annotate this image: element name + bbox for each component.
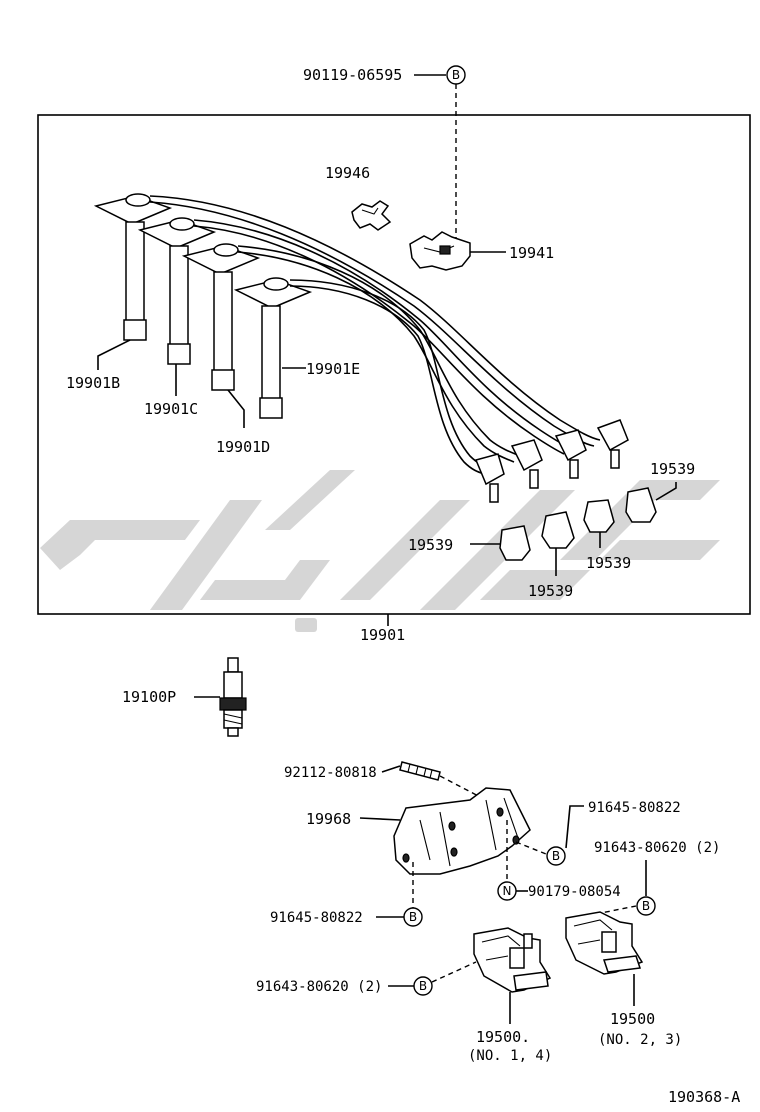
label-coil-bolt-left: 91643-80620 (2) <box>256 979 382 995</box>
label-clamp-a: 19946 <box>325 164 370 182</box>
label-bolt-right: 91645-80822 <box>588 800 681 816</box>
callout-b-bolt-left: B <box>403 907 423 927</box>
label-cap-3: 19539 <box>528 582 573 600</box>
callout-n: N <box>497 881 517 901</box>
cap-19539-4 <box>499 525 531 561</box>
cord-19901b <box>93 193 601 447</box>
label-cord-d: 19901D <box>216 438 270 456</box>
label-coil-23-note: (NO. 2, 3) <box>598 1032 682 1048</box>
callout-b-coil-right: B <box>636 896 656 916</box>
svg-text:N: N <box>503 884 512 898</box>
label-coil-23-part: 19500 <box>610 1010 655 1028</box>
svg-text:B: B <box>419 979 427 993</box>
cap-19539-3 <box>541 511 575 549</box>
cord-19901d <box>181 243 521 463</box>
svg-text:B: B <box>409 910 417 924</box>
label-nut-ref: 90179-08054 <box>528 884 621 900</box>
label-clamp-b: 19941 <box>509 244 554 262</box>
callout-b-bolt-right: B <box>546 846 566 866</box>
cap-19539-2 <box>583 499 615 533</box>
svg-text:B: B <box>452 68 460 82</box>
cord-19901e <box>233 277 491 475</box>
ignition-coil-no23 <box>565 911 644 975</box>
callout-b-coil-left: B <box>413 976 433 996</box>
bracket-19968 <box>393 787 531 875</box>
drawing-number: 190368-A <box>668 1088 740 1106</box>
cap-19539-1 <box>625 487 657 523</box>
label-coil-14-part: 19500. <box>476 1028 530 1046</box>
label-cap-2: 19539 <box>586 554 631 572</box>
label-coil-bolt-right: 91643-80620 (2) <box>594 840 720 856</box>
stud <box>399 761 441 781</box>
spark-plug <box>219 657 247 737</box>
ignition-coil-no14 <box>473 927 552 993</box>
label-stud: 92112-80818 <box>284 765 377 781</box>
clamp-19941 <box>409 231 471 271</box>
cord-distributor-ends <box>474 419 629 503</box>
label-cord-c: 19901C <box>144 400 198 418</box>
label-bolt-left: 91645-80822 <box>270 910 363 926</box>
callout-b-top: B <box>446 65 466 85</box>
clamp-19946 <box>351 200 392 231</box>
label-cord-b: 19901B <box>66 374 120 392</box>
svg-text:B: B <box>552 849 560 863</box>
label-coil-14-note: (NO. 1, 4) <box>468 1048 552 1064</box>
watermark-logo <box>40 470 720 632</box>
svg-text:B: B <box>642 899 650 913</box>
label-cord-e: 19901E <box>306 360 360 378</box>
cord-set-frame <box>37 114 751 615</box>
label-bolt-top: 90119-06595 <box>303 66 402 84</box>
label-cord-set: 19901 <box>360 626 405 644</box>
label-cap-1: 19539 <box>650 460 695 478</box>
label-cap-4: 19539 <box>408 536 453 554</box>
label-bracket: 19968 <box>306 810 351 828</box>
label-spark-plug: 19100P <box>122 688 176 706</box>
cord-19901c <box>137 217 571 455</box>
